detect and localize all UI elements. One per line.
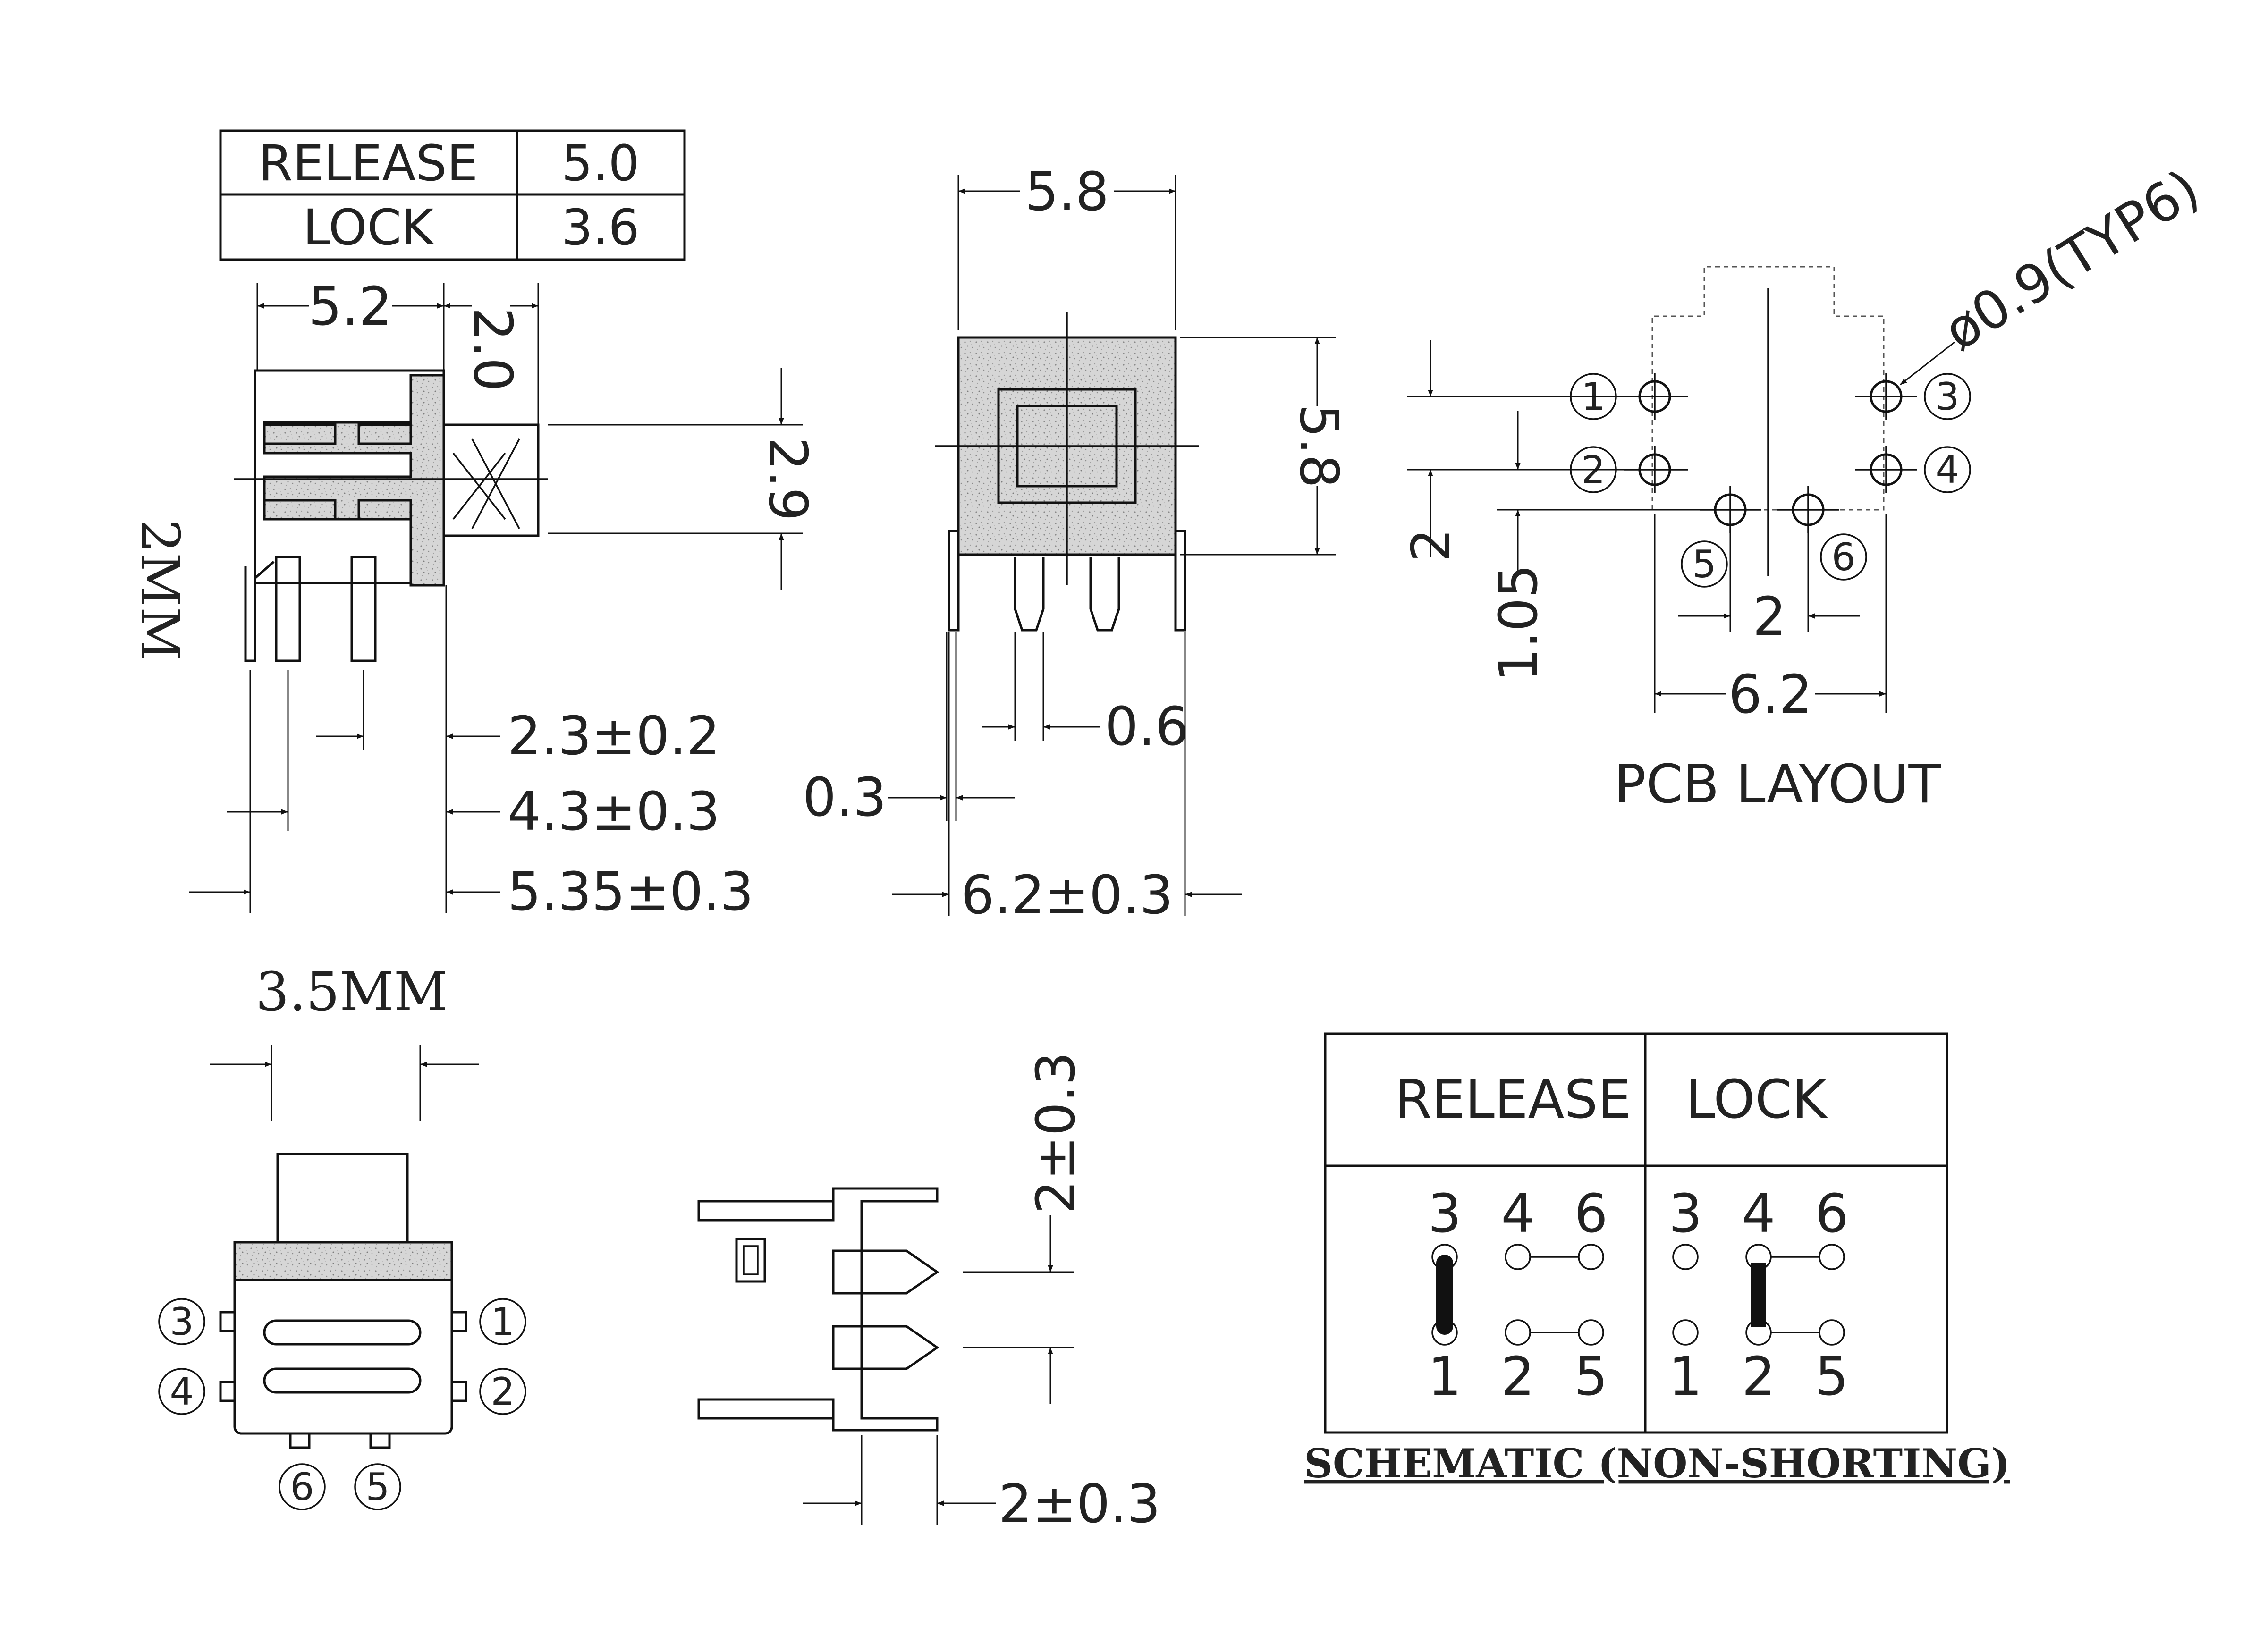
front-dim-5-8-right: 5.8 <box>1288 404 1349 488</box>
travel-table: RELEASE 5.0 LOCK 3.6 <box>219 129 686 261</box>
pcb-dim-1-05: 1.05 <box>1488 564 1549 682</box>
pcb-hole-5 <box>1700 486 1761 533</box>
pcb-hole-2 <box>1624 446 1688 493</box>
side-dim-5-2: 5.2 <box>308 276 392 337</box>
pcb-layout-title: PCB LAYOUT <box>1614 754 1941 815</box>
pcb-dim-2-vertical: 2 <box>1401 528 1462 562</box>
pcb-pin-4-label: 4 <box>1936 448 1960 492</box>
lock-top-pin-6: 6 <box>1815 1183 1848 1245</box>
pin-dim-2-vertical: 2±0.3 <box>1025 1052 1087 1214</box>
schematic: RELEASE LOCK 3 4 6 1 2 5 3 4 6 1 2 5 <box>1304 1032 2010 1487</box>
travel-lock-label: LOCK <box>303 199 435 256</box>
front-dim-0-3: 0.3 <box>803 767 887 828</box>
pcb-hole-4 <box>1855 446 1917 493</box>
bottom-pin-6: 6 <box>290 1465 314 1509</box>
release-bottom-pin-2: 2 <box>1501 1346 1534 1407</box>
bottom-pin-4: 4 <box>170 1370 194 1414</box>
side-dim-2-0: 2.0 <box>462 307 523 391</box>
front-view: 5.8 5.8 0.6 0.3 6.2±0.3 <box>803 161 1349 926</box>
release-top-pin-6: 6 <box>1574 1183 1608 1245</box>
bottom-housing-band <box>233 1241 453 1281</box>
release-bottom-pin-1: 1 <box>1428 1346 1461 1407</box>
pcb-layout: 1 2 3 4 5 6 ø0.9(TYP6) 2 1.05 2 6.2 PCB … <box>1401 158 2210 815</box>
pcb-hole-1 <box>1624 373 1688 420</box>
pcb-hole-3 <box>1855 373 1917 420</box>
front-dim-6-2: 6.2±0.3 <box>961 865 1173 926</box>
release-bottom-pin-5: 5 <box>1574 1346 1608 1407</box>
side-dim-2mm: 2MM <box>129 519 190 661</box>
schematic-col-lock: LOCK <box>1686 1069 1828 1130</box>
travel-release-label: RELEASE <box>259 135 478 192</box>
schematic-caption: SCHEMATIC (NON-SHORTING) <box>1304 1440 2010 1487</box>
bottom-dim-3-5mm: 3.5MM <box>255 961 448 1023</box>
pcb-pin-3-label: 3 <box>1936 375 1960 419</box>
side-dim-5-35: 5.35±0.3 <box>508 861 753 923</box>
side-view: 5.2 2.0 2.9 2MM 2.3±0.2 4.3±0.3 5.35±0.3 <box>129 276 818 923</box>
front-dim-5-8-top: 5.8 <box>1025 161 1109 223</box>
pcb-outline <box>1651 266 1885 511</box>
release-top-pin-4: 4 <box>1501 1183 1534 1245</box>
bottom-pin-3: 3 <box>170 1300 194 1344</box>
lock-top-pin-4: 4 <box>1742 1183 1775 1245</box>
lock-bottom-pin-5: 5 <box>1815 1346 1848 1407</box>
pin-dim-2-horizontal: 2±0.3 <box>999 1474 1160 1535</box>
lock-top-pin-3: 3 <box>1668 1183 1702 1245</box>
lock-bottom-pin-1: 1 <box>1668 1346 1702 1407</box>
pcb-hole-note: ø0.9(TYP6) <box>1933 158 2210 362</box>
side-pin-left <box>244 561 275 662</box>
bottom-view: 3.5MM 3 1 4 2 6 5 <box>158 961 526 1510</box>
bottom-pin-2: 2 <box>491 1370 515 1414</box>
pcb-dim-6-2: 6.2 <box>1728 664 1812 725</box>
schematic-col-release: RELEASE <box>1395 1069 1631 1130</box>
side-dim-2-3: 2.3±0.2 <box>508 706 720 767</box>
front-dim-0-6: 0.6 <box>1105 696 1189 758</box>
pcb-dim-2-horizontal: 2 <box>1752 586 1786 648</box>
pcb-pin-5-label: 5 <box>1693 542 1717 586</box>
side-actuator <box>263 374 445 587</box>
pcb-pin-6-label: 6 <box>1832 535 1856 579</box>
lock-bottom-pin-2: 2 <box>1742 1346 1775 1407</box>
travel-lock-value: 3.6 <box>561 199 639 256</box>
bottom-pin-1: 1 <box>491 1300 515 1344</box>
side-dim-4-3: 4.3±0.3 <box>508 781 720 843</box>
pcb-hole-6 <box>1777 486 1839 533</box>
travel-release-value: 5.0 <box>561 135 639 192</box>
pin-side-view: 2±0.3 2±0.3 <box>697 1052 1160 1535</box>
release-top-pin-3: 3 <box>1428 1183 1461 1245</box>
side-dim-2-9: 2.9 <box>757 437 818 521</box>
bottom-pin-5: 5 <box>366 1465 390 1509</box>
